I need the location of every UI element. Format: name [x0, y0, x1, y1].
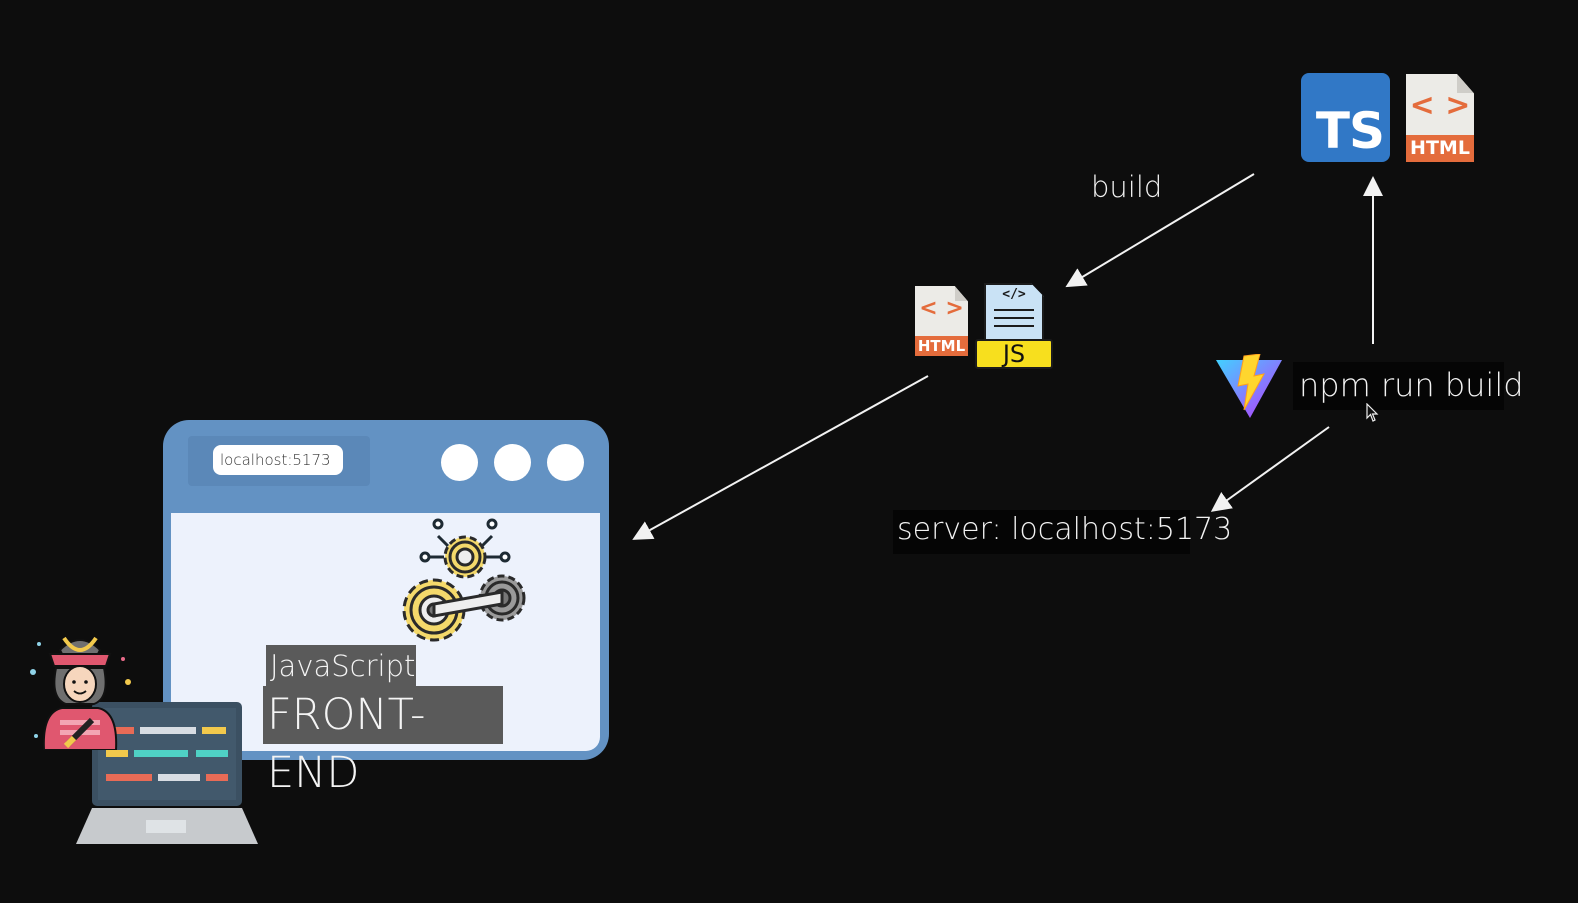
html-code-glyph: < > — [1409, 88, 1471, 123]
window-control-dot[interactable] — [441, 444, 478, 481]
html-file-label: HTML — [1406, 135, 1474, 162]
output-html-file-icon: < > HTML — [915, 286, 968, 356]
npm-command-box — [1293, 362, 1504, 410]
browser-window: localhost:5173 — [163, 420, 609, 760]
url-bar: localhost:5173 — [188, 436, 370, 486]
js-code-glyph: </> — [1002, 287, 1026, 302]
arrow-to-server — [1210, 426, 1330, 512]
mouse-cursor-icon — [1366, 403, 1379, 422]
server-box — [893, 510, 1190, 554]
laptop-icon — [76, 702, 258, 844]
vite-logo — [1216, 354, 1282, 418]
typescript-logo: TS — [1301, 73, 1390, 162]
build-label: build — [1091, 170, 1163, 204]
window-control-dot[interactable] — [547, 444, 584, 481]
js-file-icon: </> JS — [975, 283, 1053, 369]
arrow-build — [1065, 173, 1255, 288]
npm-command-label: npm run build — [1299, 366, 1524, 404]
front-end-badge: FRONT-END — [263, 686, 503, 798]
samurai-developer-icon — [30, 636, 131, 750]
gears-icon — [402, 518, 526, 642]
window-control-dot[interactable] — [494, 444, 531, 481]
html-file-icon: < > HTML — [1406, 74, 1474, 162]
javascript-badge: JavaScript — [266, 645, 416, 687]
typescript-logo-text: TS — [1315, 102, 1385, 160]
output-html-file-label: HTML — [915, 336, 968, 356]
output-html-code-glyph: < > — [919, 296, 964, 321]
url-field[interactable]: localhost:5173 — [213, 445, 343, 475]
js-file-label: JS — [975, 339, 1053, 369]
server-label: server: localhost:5173 — [897, 512, 1233, 547]
arrow-to-browser — [632, 375, 929, 540]
